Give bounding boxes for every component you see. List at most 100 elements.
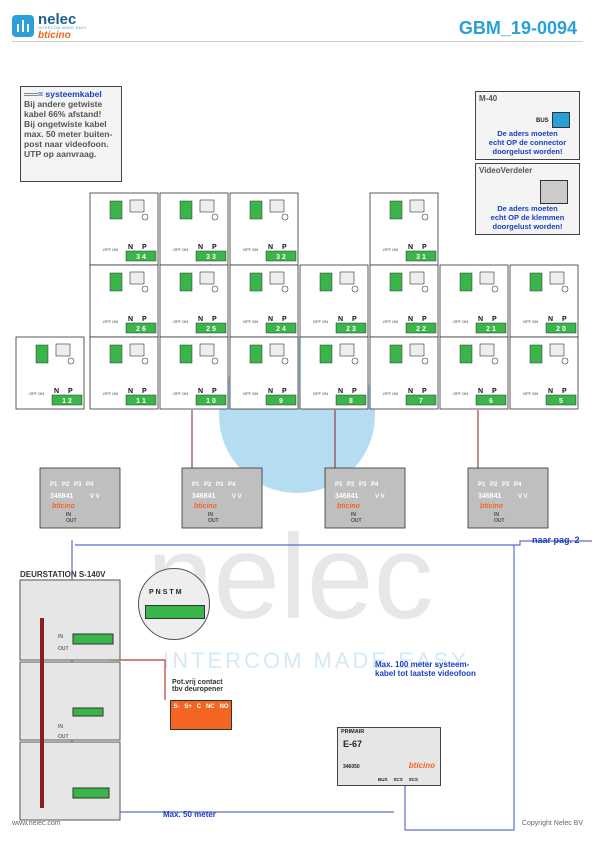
port-label: P1 [335,482,343,488]
distributor-vv: V V [232,494,242,500]
off-on-label: OFF ON [453,319,468,324]
videophone-frame [369,192,439,266]
logo-tagline: INTERCOM MADE EASY [38,26,88,30]
videophone-frame [229,336,299,410]
p-label: P [142,316,147,323]
terminal-block-icon [389,272,403,292]
door-module-2 [19,661,121,741]
p-label: P [68,388,73,395]
bus-connector-icon [552,112,570,128]
videophone-frame [439,264,509,338]
videoverdeler-title: VideoVerdeler [479,166,533,175]
port-label: P4 [86,482,94,488]
address-label: 2 1 [486,326,496,333]
port-label: P3 [359,482,367,488]
n-label: N [478,388,483,395]
door-terminal-block [72,787,110,799]
screen-icon [55,343,71,357]
n-label: N [128,388,133,395]
max100-note: Max. 100 meter systeem-kabel tot laatste… [375,660,476,678]
port-label: P1 [192,482,200,488]
address-box [195,250,227,262]
n-label: N [128,244,133,251]
address-box [265,322,297,334]
screen-icon [479,271,495,285]
screen-icon [479,343,495,357]
address-label: 1 2 [62,398,72,405]
header-divider [12,41,583,42]
screen-icon [269,199,285,213]
n-label: N [268,388,273,395]
address-box [335,394,367,406]
address-box [125,394,157,406]
door-riser-cable [40,618,44,808]
n-label: N [408,316,413,323]
address-label: 1 0 [206,398,216,405]
door-station-title: DEURSTATION S-140V [20,570,106,579]
distributor-out: OUT [66,518,77,524]
screen-icon [549,271,565,285]
videoverdeler-desc: De aders moeten [497,204,558,213]
e67-bus: BUS [378,777,388,782]
address-label: 2 2 [416,326,426,333]
e67-code: 346050 [343,764,360,770]
terminal-strip [145,605,205,619]
terminal-block-icon [249,200,263,220]
videophone-frame [159,336,229,410]
terminal-block-icon [179,200,193,220]
watermark-circle [219,337,375,493]
p-label: P [352,388,357,395]
distributor-in: IN [208,512,213,518]
distributor-in: IN [351,512,356,518]
screen-icon [129,199,145,213]
off-on-label: OFF ON [103,319,118,324]
p-label: P [142,388,147,395]
port-label: P2 [490,482,498,488]
p-label: P [282,316,287,323]
contact-nc: NC [205,704,215,710]
off-on-label: OFF ON [383,247,398,252]
contact-no: NO [219,704,229,710]
address-label: 2 3 [346,326,356,333]
button-icon [211,357,219,365]
terminal-zoom: P N S T M [138,568,210,640]
port-label: P1 [50,482,58,488]
contact-c: C [196,704,202,710]
address-box [475,394,507,406]
off-on-label: OFF ON [523,391,538,396]
address-label: 2 5 [206,326,216,333]
address-label: 9 [279,398,283,405]
off-on-label: OFF ON [313,319,328,324]
contact-s-minus: S- [173,704,180,710]
button-icon [141,213,149,221]
button-icon [491,285,499,293]
button-icon [141,357,149,365]
videophone-frame [159,264,229,338]
distributor-code: 346841 [192,493,215,500]
videoverdeler-desc: doorgelust worden! [492,222,563,231]
button-icon [561,285,569,293]
distributor-body [181,467,263,529]
button-icon [351,285,359,293]
button-icon [491,357,499,365]
videophone-frame [439,336,509,410]
videophone-frame [369,336,439,410]
screen-icon [549,343,565,357]
off-on-label: OFF ON [383,391,398,396]
address-box [475,322,507,334]
off-on-label: OFF ON [173,391,188,396]
terminal-block-icon [529,272,543,292]
p-label: P [422,244,427,251]
address-label: 2 0 [556,326,566,333]
legend-note: = systeemkabel Bij andere getwiste kabel… [20,86,122,182]
p-label: P [212,244,217,251]
distributor-vv: V V [375,494,385,500]
address-box [265,250,297,262]
m40-desc: doorgelust worden! [492,147,563,156]
n-label: N [128,316,133,323]
screen-icon [199,199,215,213]
